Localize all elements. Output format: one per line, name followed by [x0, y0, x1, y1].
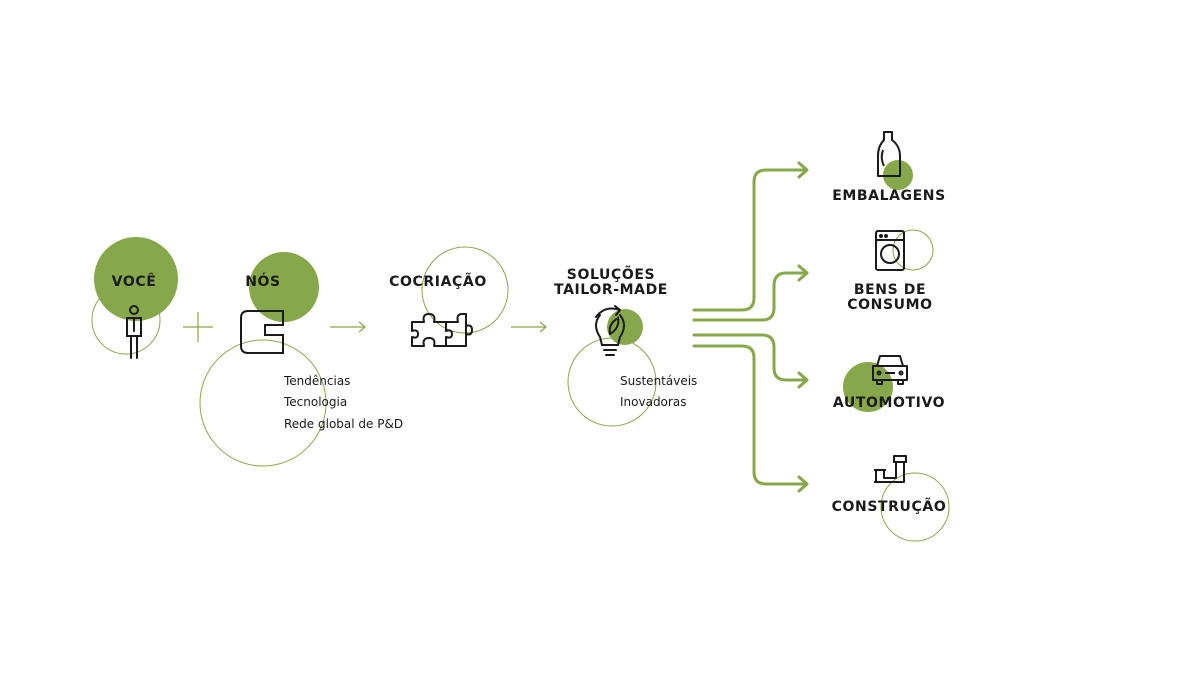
solutions-label-line-2: TAILOR-MADE	[554, 282, 668, 298]
market-automotivo: AUTOMOTIVO	[833, 355, 945, 412]
bens-consumo-label-line-1: BENS DE	[854, 282, 926, 298]
washing-machine-icon	[875, 230, 905, 271]
you-node: VOCÊ	[91, 237, 178, 359]
pipe-icon	[874, 455, 907, 483]
solutions-item-1: Inovadoras	[620, 395, 686, 409]
cocreation-label: COCRIAÇÃO	[389, 273, 487, 290]
arrow-right-icon	[511, 321, 547, 333]
arrowhead-bens-consumo	[797, 264, 809, 282]
person-icon	[126, 305, 142, 359]
cocreation-node: COCRIAÇÃO	[389, 246, 509, 347]
arrow-right-icon	[330, 321, 366, 333]
arrowhead-automotivo	[797, 371, 809, 389]
arrowhead-construcao	[797, 475, 809, 493]
embalagens-label: EMBALAGENS	[832, 188, 946, 204]
solutions-item-0: Sustentáveis	[620, 374, 697, 388]
leaf-bulb-icon	[595, 305, 625, 356]
puzzle-icon	[411, 313, 473, 347]
bottle-icon	[877, 131, 901, 177]
bens-consumo-label-line-2: CONSUMO	[847, 297, 932, 313]
solutions-outline-circle	[567, 337, 657, 427]
bens-consumo-outline-circle	[892, 229, 934, 271]
us-filled-circle	[249, 252, 319, 322]
market-embalagens: EMBALAGENS	[832, 131, 946, 204]
branch-to-embalagens	[692, 168, 808, 312]
branch-connectors	[692, 161, 809, 493]
branch-to-automotivo	[692, 333, 808, 382]
us-item-2: Rede global de P&D	[284, 417, 403, 431]
construcao-label: CONSTRUÇÃO	[832, 498, 947, 515]
solutions-node: SOLUÇÕES TAILOR-MADE Sustentáveis Inovad…	[554, 265, 697, 427]
automotivo-label: AUTOMOTIVO	[833, 395, 945, 411]
branch-to-bens-consumo	[692, 271, 808, 322]
branch-to-construcao	[692, 344, 808, 486]
market-bens-consumo: BENS DE CONSUMO	[847, 229, 934, 313]
us-outline-circle	[199, 339, 327, 467]
us-label: NÓS	[245, 272, 281, 290]
construcao-outline-circle	[880, 472, 950, 542]
us-item-1: Tecnologia	[283, 395, 347, 409]
market-construcao: CONSTRUÇÃO	[832, 455, 950, 542]
company-logo-icon	[240, 310, 284, 354]
us-item-0: Tendências	[283, 374, 350, 388]
car-icon	[872, 355, 908, 385]
us-node: NÓS Tendências Tecnologia Rede global de…	[199, 252, 403, 467]
solutions-filled-circle	[607, 309, 643, 345]
arrowhead-embalagens	[797, 161, 809, 179]
you-filled-circle	[94, 237, 178, 321]
solutions-label-line-1: SOLUÇÕES	[567, 265, 655, 283]
you-label: VOCÊ	[112, 273, 157, 290]
plus-icon	[183, 312, 213, 342]
